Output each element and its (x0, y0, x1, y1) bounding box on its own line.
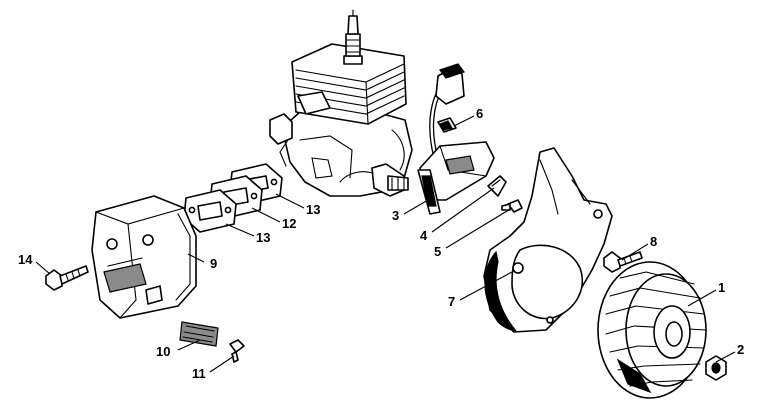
plug-cap-insert (437, 117, 457, 133)
callout-spring-clip: 4 (420, 228, 428, 243)
engine-assembly (269, 9, 413, 197)
screw-8 (603, 251, 643, 273)
callout-screw-14: 14 (18, 252, 33, 267)
spark-arrestor-screen (179, 321, 219, 347)
fan-housing (483, 147, 613, 333)
callout-gasket-13-upper: 13 (306, 202, 320, 217)
callout-gasket-12: 12 (282, 216, 296, 231)
screw-11 (229, 339, 245, 363)
screw-14 (45, 265, 89, 291)
callout-gasket-13-lower: 13 (256, 230, 270, 245)
callout-ignition-module: 3 (392, 208, 399, 223)
callout-muffler: 9 (210, 256, 217, 271)
spring-clip (487, 175, 507, 197)
callout-labels: 1 2 3 4 5 6 7 8 9 10 11 12 13 13 14 (18, 106, 744, 381)
muffler (91, 195, 197, 319)
callout-flywheel: 1 (718, 280, 725, 295)
callout-plug-cap-insert: 6 (476, 106, 483, 121)
screw-5 (501, 199, 523, 213)
callout-nut: 2 (737, 342, 744, 357)
nut (705, 355, 727, 381)
callout-screw-5: 5 (434, 244, 441, 259)
leader-lines (35, 115, 736, 373)
callout-screw-8: 8 (650, 234, 657, 249)
ignition-module (417, 63, 495, 215)
callout-screw-11: 11 (192, 366, 206, 381)
gasket-13-lower (183, 189, 237, 233)
callout-spark-arrestor: 10 (156, 344, 170, 359)
callout-fan-housing: 7 (448, 294, 455, 309)
flywheel (597, 261, 707, 399)
